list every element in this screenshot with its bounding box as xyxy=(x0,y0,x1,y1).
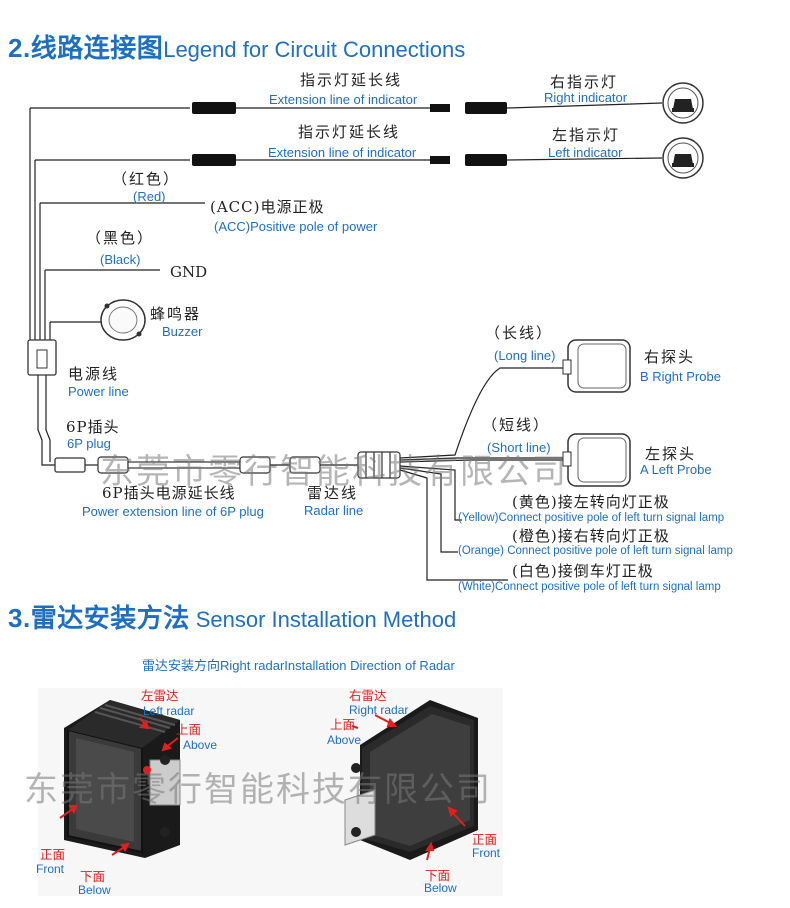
buzzer-en: Buzzer xyxy=(162,324,203,339)
yellow-cn: (黄色)接左转向灯正极 xyxy=(512,493,670,511)
right-radar-cn: 右雷达 xyxy=(349,688,387,703)
long-line-cn: （长线） xyxy=(485,324,554,342)
short-line-cn: （短线） xyxy=(482,416,551,434)
watermark-top: 东莞市零行智能科技有限公司 xyxy=(100,452,568,492)
left-indicator-cn: 左指示灯 xyxy=(552,126,621,144)
left-below-cn: 下面 xyxy=(80,869,106,884)
right-indicator-en: Right indicator xyxy=(544,90,628,105)
right-radar-en: Right radar xyxy=(349,703,409,717)
orange-en: (Orange) Connect positive pole of left t… xyxy=(458,545,733,557)
left-above-en: Above xyxy=(183,738,218,752)
left-indicator-lamp xyxy=(662,137,704,179)
install-direction-caption: 雷达安装方向Right radarInstallation Direction … xyxy=(142,658,455,673)
right-front-cn: 正面 xyxy=(472,832,498,847)
right-indicator-lamp xyxy=(662,82,704,124)
acc-en: (ACC)Positive pole of power xyxy=(214,219,378,234)
black-cn: （黑色） xyxy=(86,229,155,247)
right-above-en: Above xyxy=(327,733,362,747)
right-radar-module xyxy=(344,700,478,860)
buzzer-cn: 蜂鸣器 xyxy=(150,305,202,323)
short-line-en: (Short line) xyxy=(487,440,551,455)
a-probe-cn: 左探头 xyxy=(645,445,697,463)
yellow-en: (Yellow)Connect positive pole of left tu… xyxy=(458,512,725,524)
a-probe-en: A Left Probe xyxy=(640,462,712,477)
power-line-en: Power line xyxy=(68,384,129,399)
radar-line-connector xyxy=(289,451,401,479)
left-above-cn: 上面 xyxy=(176,722,202,737)
left-front-en: Front xyxy=(36,862,65,876)
red-en: (Red) xyxy=(133,189,166,204)
ext6p-cn: 6P插头电源延长线 xyxy=(102,484,236,502)
left-radar-module xyxy=(64,700,181,858)
ext6p-en: Power extension line of 6P plug xyxy=(82,504,264,519)
white-cn: (白色)接倒车灯正极 xyxy=(512,562,654,580)
red-cn: （红色） xyxy=(112,170,181,188)
section2-title: 2.线路连接图Legend for Circuit Connections xyxy=(8,33,466,63)
power-line-junction xyxy=(27,339,57,376)
right-below-cn: 下面 xyxy=(425,868,451,883)
white-en: (White)Connect positive pole of left tur… xyxy=(458,581,721,593)
left-below-en: Below xyxy=(78,883,111,897)
buzzer-icon xyxy=(100,299,146,341)
6p-extension-cable xyxy=(97,456,271,474)
b-probe-en: B Right Probe xyxy=(640,369,721,384)
left-radar-en: Left radar xyxy=(143,704,195,718)
b-probe-cn: 右探头 xyxy=(644,348,696,366)
right-below-en: Below xyxy=(424,881,457,895)
right-above-cn: 上面 xyxy=(330,717,356,732)
6p-plug-cn: 6P插头 xyxy=(66,418,120,436)
long-line-en: (Long line) xyxy=(494,348,556,363)
black-en: (Black) xyxy=(100,252,141,267)
b-right-probe-icon xyxy=(562,339,631,393)
left-indicator-en: Left indicator xyxy=(548,145,623,160)
ext1-en: Extension line of indicator xyxy=(269,92,418,107)
a-left-probe-icon xyxy=(562,433,631,487)
ext1-cn: 指示灯延长线 xyxy=(300,71,403,89)
6p-plug-icon xyxy=(54,457,86,473)
ext2-cn: 指示灯延长线 xyxy=(298,123,401,141)
left-radar-cn: 左雷达 xyxy=(141,688,179,703)
gnd-label: GND xyxy=(170,263,208,281)
radar-line-en: Radar line xyxy=(304,503,364,518)
watermark-bottom: 东莞市零行智能科技有限公司 xyxy=(24,770,492,810)
power-line-cn: 电源线 xyxy=(68,365,120,383)
6p-plug-en: 6P plug xyxy=(67,436,111,451)
radar-line-cn: 雷达线 xyxy=(307,484,359,502)
left-front-cn: 正面 xyxy=(40,847,66,862)
ext2-en: Extension line of indicator xyxy=(268,145,417,160)
right-indicator-cn: 右指示灯 xyxy=(550,73,619,91)
right-front-en: Front xyxy=(472,846,501,860)
orange-cn: (橙色)接右转向灯正极 xyxy=(512,527,670,545)
acc-cn: (ACC)电源正极 xyxy=(210,198,325,216)
